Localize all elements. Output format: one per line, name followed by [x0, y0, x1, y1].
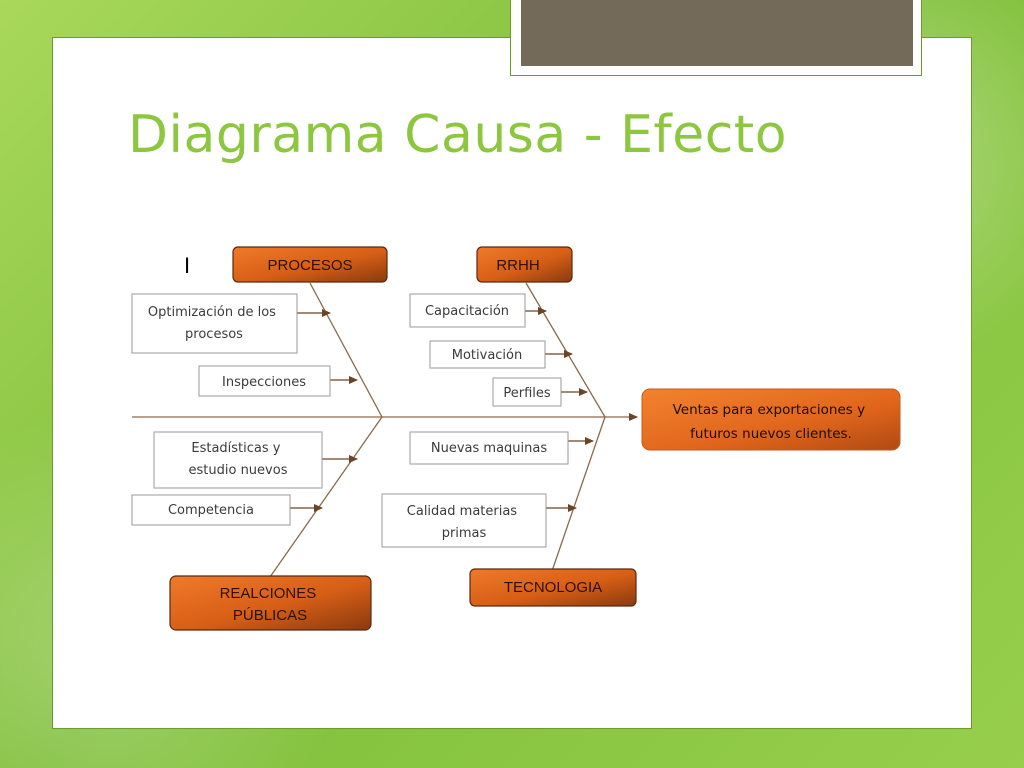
- cause-estadisticas-line1: Estadísticas y: [191, 441, 280, 456]
- cause-inspecciones-label: Inspecciones: [222, 375, 306, 390]
- cause-estadisticas-line2: estudio nuevos: [189, 463, 288, 478]
- effect-line2: futuros nuevos clientes.: [690, 426, 852, 442]
- cause-capacitacion: Capacitación: [409, 293, 526, 328]
- bone-tecnologia: [551, 416, 606, 572]
- category-rrhh: RRHH: [476, 246, 573, 283]
- cause-optimizacion-line1: Optimización de los: [148, 305, 276, 320]
- text-cursor-marker: I: [184, 253, 190, 278]
- category-relaciones-line1: REALCIONES: [220, 585, 317, 602]
- cause-optimizacion-line2: procesos: [185, 327, 243, 342]
- cause-inspecciones: Inspecciones: [198, 365, 331, 397]
- cause-motivacion-label: Motivación: [452, 348, 523, 363]
- cause-competencia: Competencia: [131, 494, 291, 526]
- slide-title: Diagrama Causa - Efecto: [128, 105, 788, 165]
- effect-box: Ventas para exportaciones y futuros nuev…: [641, 388, 901, 451]
- category-tecnologia-label: TECNOLOGIA: [504, 579, 602, 596]
- svg-text:Calidad materias primas: Calidad materias primas: [407, 504, 521, 541]
- category-relaciones-line2: PÚBLICAS: [233, 607, 307, 624]
- cause-estadisticas: Estadísticas y estudio nuevos: [153, 431, 323, 489]
- category-relaciones: REALCIONES PÚBLICAS: [169, 575, 372, 631]
- cause-maquinas: Nuevas maquinas: [409, 431, 569, 465]
- effect-line1: Ventas para exportaciones y: [673, 402, 866, 418]
- cause-capacitacion-label: Capacitación: [425, 304, 509, 319]
- category-procesos: PROCESOS: [232, 246, 388, 283]
- cause-perfiles: Perfiles: [492, 377, 562, 407]
- svg-text:REALCIONES PÚBLICAS: REALCIONES PÚBLICAS: [220, 585, 321, 624]
- category-procesos-label: PROCESOS: [267, 257, 352, 274]
- cause-optimizacion: Optimización de los procesos: [131, 293, 298, 354]
- bone-relaciones: [269, 416, 383, 578]
- cause-perfiles-label: Perfiles: [503, 386, 551, 401]
- cause-calidad-line2: primas: [442, 526, 487, 541]
- cause-competencia-label: Competencia: [168, 503, 254, 518]
- svg-text:Optimización de los proc: Optimización de los procesos: [148, 305, 280, 342]
- cause-maquinas-label: Nuevas maquinas: [431, 441, 547, 456]
- cause-calidad-line1: Calidad materias: [407, 504, 518, 519]
- category-tecnologia: TECNOLOGIA: [469, 568, 637, 607]
- svg-text:Ventas para exportaciones y: Ventas para exportaciones y futuros nuev…: [673, 402, 870, 442]
- bone-procesos: [309, 282, 383, 418]
- title-tab-bar: [521, 0, 913, 66]
- cause-calidad: Calidad materias primas: [381, 493, 547, 548]
- cause-motivacion: Motivación: [429, 340, 546, 369]
- svg-text:Estadísticas y estudio n: Estadísticas y estudio nuevos: [189, 441, 288, 478]
- category-rrhh-label: RRHH: [496, 257, 539, 274]
